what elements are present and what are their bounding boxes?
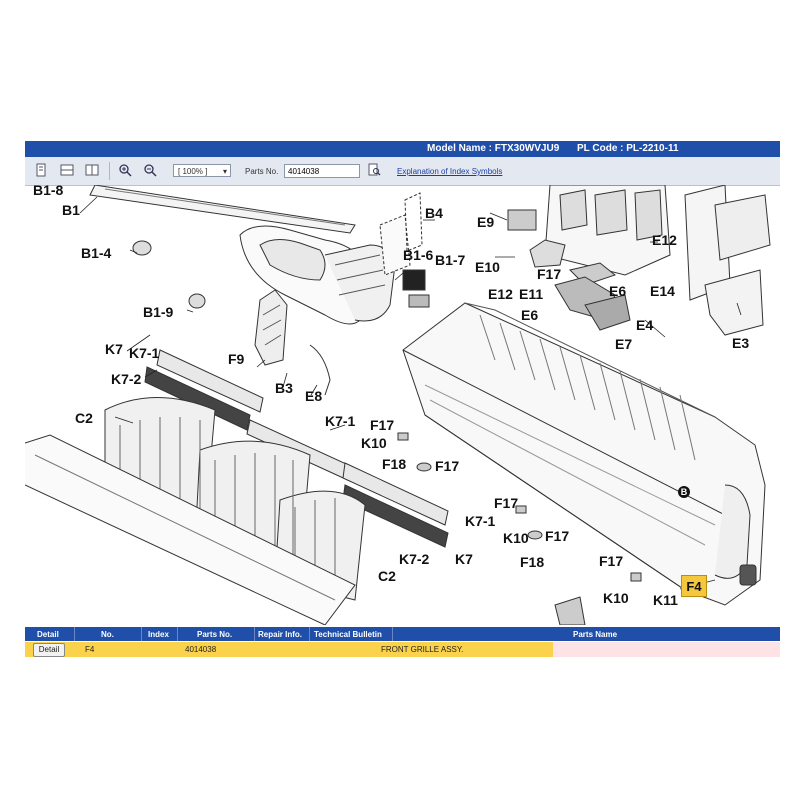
col-divider: [141, 627, 142, 641]
callout-f18-a[interactable]: F18: [382, 456, 407, 472]
table-row[interactable]: Detail F4 4014038 FRONT GRILLE ASSY.: [25, 642, 780, 657]
parts-no-input[interactable]: [284, 164, 360, 178]
col-divider: [74, 627, 75, 641]
callout-b1[interactable]: B1: [62, 202, 80, 218]
callout-f17-a[interactable]: F17: [370, 417, 395, 433]
layout-horizontal-icon[interactable]: [60, 163, 74, 177]
col-divider: [254, 627, 255, 641]
cell-parts-no: 4014038: [185, 645, 217, 654]
callout-b1-8[interactable]: B1-8: [33, 185, 64, 198]
callout-e11[interactable]: E11: [519, 286, 544, 302]
col-technical-bulletin: Technical Bulletin: [314, 630, 382, 639]
zoom-out-icon[interactable]: [143, 163, 157, 177]
callout-k10-b[interactable]: K10: [503, 530, 529, 546]
col-detail: Detail: [37, 630, 59, 639]
detail-button[interactable]: Detail: [33, 643, 65, 657]
callout-e12-a[interactable]: E12: [652, 232, 677, 248]
callout-c2-a[interactable]: C2: [75, 410, 93, 426]
col-divider: [177, 627, 178, 641]
parts-no-label: Parts No.: [245, 167, 279, 176]
callout-b1-4[interactable]: B1-4: [81, 245, 112, 261]
col-divider: [309, 627, 310, 641]
col-parts-name: Parts Name: [573, 630, 618, 639]
explanation-link[interactable]: Explanation of Index Symbols: [397, 167, 503, 176]
callout-f17-c[interactable]: F17: [494, 495, 519, 511]
exploded-view-drawing: [25, 185, 771, 625]
zoom-in-icon[interactable]: [118, 163, 132, 177]
callout-k7-a[interactable]: K7: [105, 341, 123, 357]
callout-f17-d[interactable]: F17: [545, 528, 570, 544]
pl-code: PL Code : PL-2210-11: [577, 143, 679, 154]
toolbar-divider: [109, 162, 110, 180]
callout-e3[interactable]: E3: [732, 335, 750, 351]
col-repair-info: Repair Info.: [258, 630, 303, 639]
callout-e12-b[interactable]: E12: [488, 286, 513, 302]
callout-b3[interactable]: B3: [275, 380, 293, 396]
callout-k10-a[interactable]: K10: [361, 435, 387, 451]
toolbar: [ 100% ] ▾ Parts No. Explanation of Inde…: [25, 157, 780, 186]
callout-e8[interactable]: E8: [305, 388, 323, 404]
callout-b1-7[interactable]: B1-7: [435, 252, 466, 268]
callout-c2-b[interactable]: C2: [378, 568, 396, 584]
zoom-value: [ 100% ]: [178, 167, 208, 176]
callout-f17-f[interactable]: F17: [537, 266, 562, 282]
callout-b1-6[interactable]: B1-6: [403, 247, 434, 263]
col-no: No.: [101, 630, 114, 639]
col-parts-no: Parts No.: [197, 630, 233, 639]
cell-parts-name: FRONT GRILLE ASSY.: [381, 645, 464, 654]
print-icon[interactable]: [34, 163, 48, 177]
callout-k10-c[interactable]: K10: [603, 590, 629, 606]
reference-marker-b: B: [678, 486, 690, 498]
callout-e10[interactable]: E10: [475, 259, 500, 275]
cell-no: F4: [85, 645, 95, 654]
callout-k11[interactable]: K11: [653, 592, 678, 608]
layout-vertical-icon[interactable]: [85, 163, 99, 177]
model-name: Model Name : FTX30WVJU9: [427, 143, 560, 154]
search-parts-icon[interactable]: [367, 163, 381, 177]
callout-f17-b[interactable]: F17: [435, 458, 460, 474]
callout-f9[interactable]: F9: [228, 351, 245, 367]
callout-e9[interactable]: E9: [477, 214, 495, 230]
callout-k7-2-a[interactable]: K7-2: [111, 371, 142, 387]
zoom-select[interactable]: [ 100% ] ▾: [173, 164, 231, 177]
callout-k7-2-b[interactable]: K7-2: [399, 551, 430, 567]
callout-e14[interactable]: E14: [650, 283, 675, 299]
chevron-down-icon: ▾: [222, 167, 227, 176]
callout-e6-b[interactable]: E6: [521, 307, 539, 323]
col-divider: [392, 627, 393, 641]
callout-k7-1-a[interactable]: K7-1: [129, 345, 160, 361]
header-bar: Model Name : FTX30WVJU9 PL Code : PL-221…: [25, 141, 780, 157]
callout-e4[interactable]: E4: [636, 317, 654, 333]
parts-diagram: B1-8 B1 B1-4 B1-9 B1-6 B1-7 B4 B3 E8 F9 …: [25, 185, 780, 625]
callout-k7-1-b[interactable]: K7-1: [325, 413, 356, 429]
callout-f4-highlighted[interactable]: F4: [681, 575, 707, 597]
callout-k7-1-c[interactable]: K7-1: [465, 513, 496, 529]
callout-k7-b[interactable]: K7: [455, 551, 473, 567]
results-table-header: Detail No. Index Parts No. Repair Info. …: [25, 627, 780, 641]
callout-b4[interactable]: B4: [425, 205, 443, 221]
callout-b1-9[interactable]: B1-9: [143, 304, 174, 320]
callout-e6-a[interactable]: E6: [609, 283, 627, 299]
callout-e7[interactable]: E7: [615, 336, 633, 352]
col-index: Index: [148, 630, 169, 639]
callout-f18-b[interactable]: F18: [520, 554, 545, 570]
row-remainder: [553, 642, 780, 657]
callout-f17-e[interactable]: F17: [599, 553, 624, 569]
